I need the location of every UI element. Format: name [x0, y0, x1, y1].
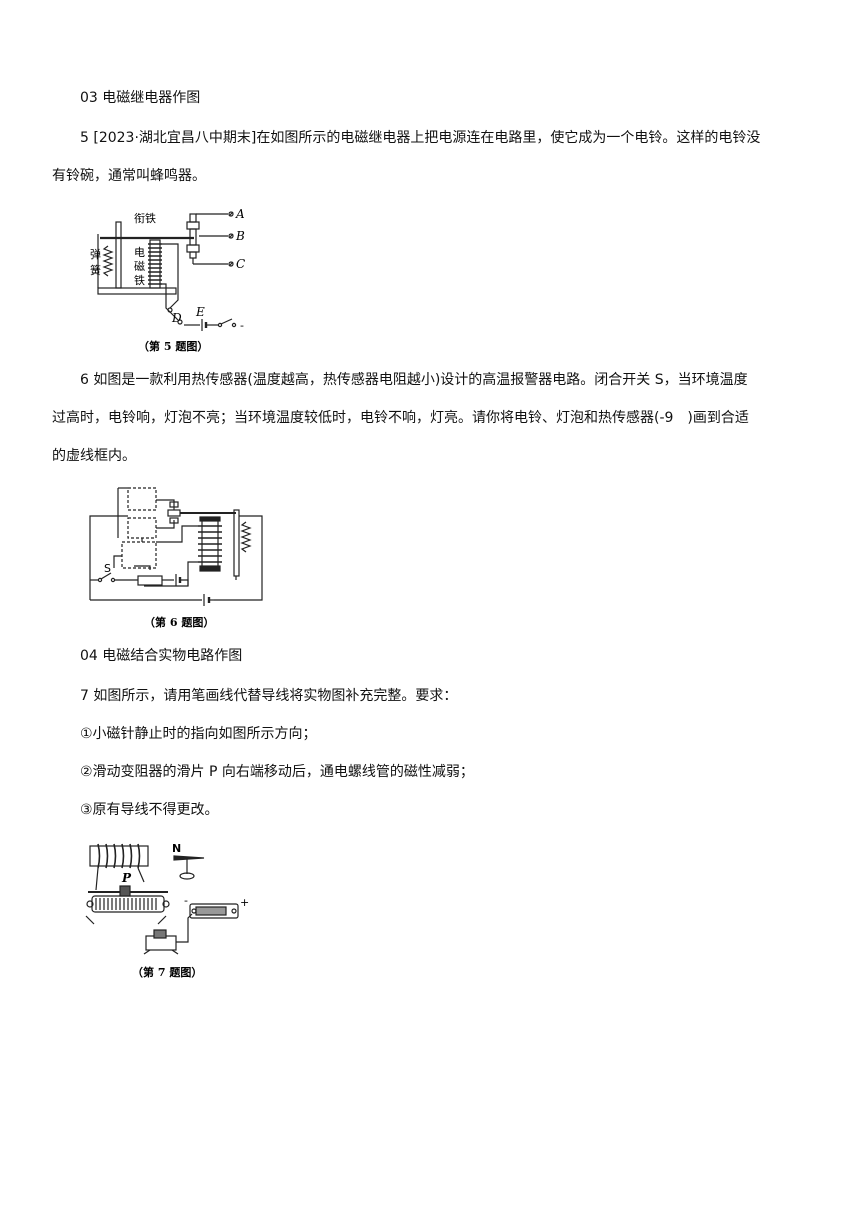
physical-circuit-diagram: N P - + （第 7 题图） [85, 842, 249, 979]
q5-caption: （第 5 题图） [138, 339, 208, 353]
terminal-b-icon [228, 233, 234, 239]
spring-icon [102, 245, 114, 277]
spring-label-2: 簧 [90, 263, 101, 277]
q6-text-line3: 的虚线框内。 [52, 448, 136, 464]
relay-diagram: 衔铁 弹 簧 电 磁 铁 A B C D E - （第 5 题图） [90, 207, 245, 353]
spring-label-1: 弹 [90, 247, 101, 261]
dashed-box-top [127, 487, 157, 511]
switch-pivot-icon [217, 322, 223, 328]
compass-n-label: N [172, 842, 181, 855]
q5-figure: 衔铁 弹 簧 电 磁 铁 A B C D E - （第 5 题图） [86, 200, 266, 355]
q7-req-1: ①小磁针静止时的指向如图所示方向； [80, 726, 317, 742]
section-title-04: 04 电磁结合实物电路作图 [80, 648, 243, 664]
q7-req-2: ②滑动变阻器的滑片 P 向右端移动后，通电螺线管的磁性减弱； [80, 764, 474, 780]
q7-req-3: ③原有导线不得更改。 [80, 802, 219, 818]
armature-label: 衔铁 [134, 212, 156, 225]
magnet-label-1: 电 [134, 246, 145, 259]
magnet-label-3: 铁 [134, 274, 145, 287]
switch-s-blade [100, 572, 112, 580]
q5-text-line2: 有铃碗，通常叫蜂鸣器。 [52, 168, 206, 184]
slider-p-label: P [121, 871, 132, 885]
q7-figure: N P - + （第 7 题图） [84, 838, 264, 984]
label-e: E [195, 305, 205, 319]
label-c: C [236, 257, 245, 271]
label-b: B [235, 229, 245, 243]
battery-plus-label: + [240, 896, 249, 909]
dashed-box-bottom [121, 541, 157, 569]
compass-base [179, 872, 195, 880]
terminal-c-icon [228, 261, 234, 267]
label-a: A [235, 207, 245, 221]
rheostat-icon [137, 575, 163, 586]
terminal-d-icon [167, 307, 173, 313]
slider-p-icon [119, 885, 131, 897]
q7-text-line1: 7 如图所示，请用笔画线代替导线将实物图补充完整。要求： [80, 688, 458, 704]
switch-s-pivot-icon [97, 577, 103, 583]
solenoid-core [89, 845, 149, 867]
q6-text-line2: 过高时，电铃响，灯泡不亮；当环境温度较低时，电铃不响，灯亮。请你将电铃、灯泡和热… [52, 410, 749, 426]
q6-caption: （第 6 题图） [144, 615, 214, 629]
spring-post [115, 221, 122, 289]
label-d: D [171, 311, 182, 325]
switch-s-label: S [104, 562, 111, 575]
battery-minus-label: - [240, 319, 244, 332]
terminal-a-icon [228, 211, 234, 217]
relay-spring-icon [240, 521, 252, 553]
switch-blade [220, 318, 233, 325]
q5-text-line1: 5 [2023·湖北宜昌八中期末]在如图所示的电磁继电器上把电源连在电路里，使它… [80, 130, 761, 146]
battery-box [189, 903, 239, 919]
dashed-box-middle [127, 517, 157, 539]
q6-text-line1: 6 如图是一款利用热传感器(温度越高，热传感器电阻越小)设计的高温报警器电路。闭… [80, 372, 748, 388]
compass-needle-icon [173, 855, 205, 861]
relay-base [97, 287, 177, 295]
terminal-e-icon [177, 319, 183, 325]
battery-minus-label: - [184, 894, 188, 907]
solenoid-coil-icon [97, 843, 141, 869]
magnet-label-2: 磁 [134, 260, 145, 273]
alarm-circuit-diagram: S （第 6 题图） [89, 487, 263, 629]
section-title-03: 03 电磁继电器作图 [80, 90, 201, 106]
q6-figure: S （第 6 题图） [84, 480, 270, 632]
q7-caption: （第 7 题图） [132, 965, 202, 979]
switch-knife-icon [153, 929, 167, 939]
